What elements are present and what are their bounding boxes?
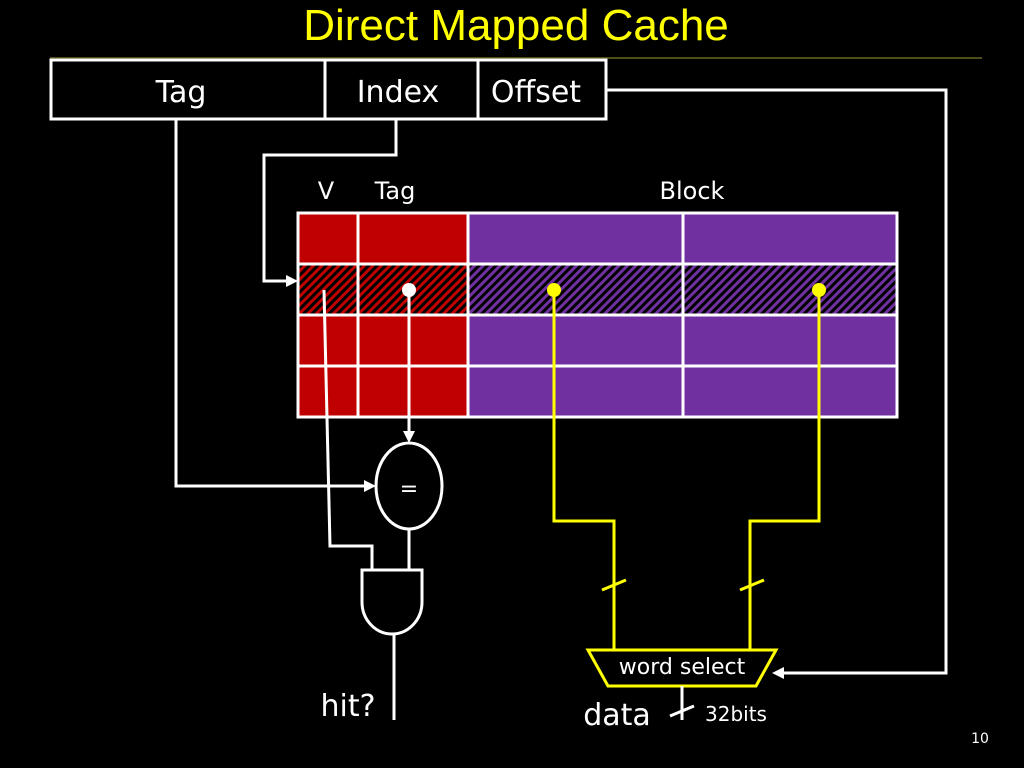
- valid-column-header: V: [318, 177, 335, 205]
- address-tag-field: Tag: [155, 75, 207, 110]
- cache-row-3: [298, 366, 897, 417]
- address-register: Tag Index Offset: [49, 58, 608, 121]
- cache-array: [296, 211, 899, 419]
- tag-to-comparator-arrow-icon: [403, 431, 415, 443]
- bus-width-tick: [669, 704, 695, 718]
- tag-compare-arrow-icon: [364, 480, 376, 492]
- address-offset-field: Offset: [491, 75, 581, 110]
- tag-comparator: [374, 441, 444, 531]
- page-number: 10: [971, 731, 989, 747]
- bus-width-label: 32bits: [705, 702, 767, 726]
- data-label: data: [583, 698, 651, 733]
- offset-arrow-icon: [772, 667, 784, 679]
- cache-row-0: [298, 213, 897, 264]
- cache-row-2: [298, 315, 897, 366]
- control-wires: [174, 88, 948, 720]
- block-column-header: Block: [660, 177, 725, 205]
- index-arrow-icon: [286, 275, 298, 287]
- cache-row-1-selected: [298, 264, 897, 315]
- tag-column-header: Tag: [374, 177, 416, 205]
- comparator-symbol: =: [400, 477, 418, 502]
- address-index-field: Index: [357, 75, 440, 110]
- slide-title: Direct Mapped Cache: [303, 1, 729, 50]
- tag-read-dot: [402, 283, 416, 297]
- and-gate: [360, 568, 424, 636]
- hit-label: hit?: [320, 689, 375, 724]
- word-select-label: word select: [619, 655, 746, 680]
- data-wires: [552, 290, 821, 650]
- word-select-mux: [585, 648, 779, 688]
